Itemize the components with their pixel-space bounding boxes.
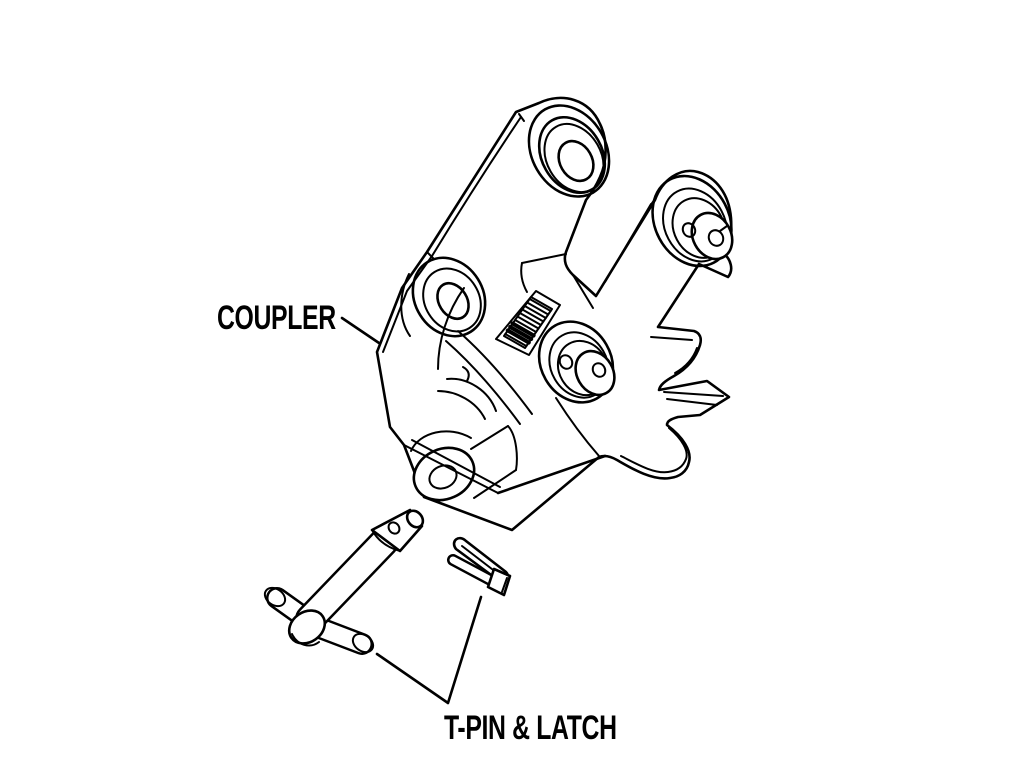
t-pin-shaft-fill [297,529,397,632]
coupler-label: COUPLER [217,299,336,337]
t-pin-tip-shoulder [371,529,401,552]
body-interior-lines [437,330,600,457]
coupler-leader-line [340,316,381,345]
hook-jaw-details [620,336,724,474]
front-plate-chamfer-tick-mid [426,251,434,259]
t-pin-illustration [263,508,425,655]
front-lower-boss [400,256,487,338]
t-pin-handle-left-cap [263,586,287,608]
latch-end-block [486,567,512,597]
front-top-boss [527,104,611,198]
t-pin-flange [287,609,327,645]
latch-illustration [447,536,512,597]
leader-lines [340,316,483,705]
ribbed-plate [495,290,561,356]
coupler-illustration [375,96,734,532]
rear-top-boss [651,174,734,268]
body-top-face [437,253,594,370]
bottom-wedge-lines [403,439,607,495]
tpin-latch-leader-line [375,595,483,705]
t-pin-tip-cap [405,509,425,529]
t-pin-flange-rim [291,633,320,647]
rear-lower-boss [537,320,616,404]
t-pin-handle-right-cap [351,632,375,654]
tpin-latch-label: T-PIN & LATCH [444,709,617,747]
latch-end-block-edge [501,577,508,593]
rear-arm-chamfer-line [604,203,652,283]
t-pin-handle-right-fill [311,619,371,653]
t-pin-tip-hole [387,521,401,535]
front-plate-chamfer-tick-top [518,113,525,122]
